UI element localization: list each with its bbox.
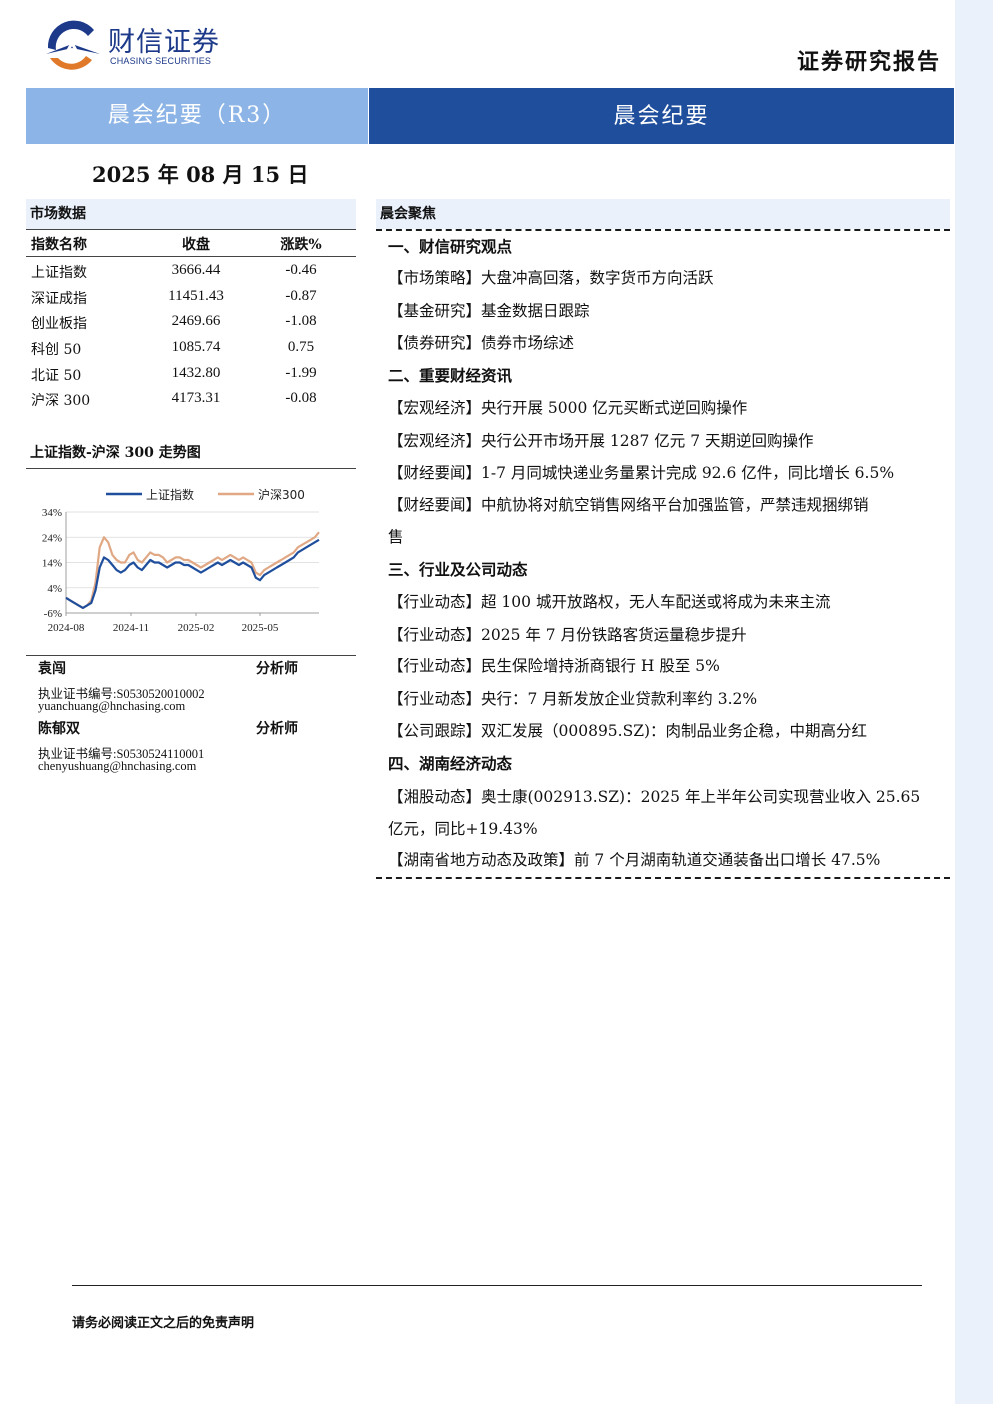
section-heading: 三、行业及公司动态 [388,560,528,579]
news-item[interactable]: 【财经要闻】中航协将对航空销售网络平台加强监管，严禁违规捆绑销 [388,496,869,514]
series-line-1 [65,538,320,609]
logo-mark-icon [46,20,100,70]
column-header: 指数名称 [31,237,87,253]
y-tick-label: 24% [42,532,62,544]
table-row: 深证成指 11451.43 -0.87 [26,284,356,310]
change-pct: -0.46 [285,262,317,278]
banner-left: 晨会纪要（R3） [26,88,368,144]
y-tick-label: 14% [42,558,62,570]
index-name: 上证指数 [31,265,87,281]
news-item[interactable]: 【行业动态】民生保险增持浙商银行 H 股至 5% [388,657,720,675]
index-name: 北证 50 [31,368,82,384]
divider [26,256,356,257]
report-type: 证券研究报告 [796,49,941,75]
change-pct: -1.08 [285,313,317,329]
news-item[interactable]: 【市场策略】大盘冲高回落，数字货币方向活跃 [388,269,714,287]
focus-section-title: 晨会聚焦 [376,199,950,229]
analyst-name: 袁闯 [38,661,66,677]
logo-english: CHASING SECURITIES [110,56,212,66]
table-header: 指数名称 收盘 涨跌% [26,228,356,256]
change-pct: -0.08 [285,390,317,406]
analyst-email[interactable]: yuanchuang@hnchasing.com [38,699,186,713]
close-value: 2469.66 [171,313,221,329]
section-heading: 二、重要财经资讯 [388,366,513,385]
index-name: 创业板指 [31,316,87,332]
change-pct: 0.75 [287,339,315,355]
index-name: 沪深 300 [31,393,91,409]
dashed-divider [376,877,950,879]
trend-chart: 34% 24% 14% 4% -6% 2024-08 2024-11 2025-02 2025-… [42,487,320,634]
analyst-cert: 执业证书编号:S0530524110001 [38,747,205,761]
y-tick-label: 34% [42,507,62,519]
logo-chinese: 财信证券 [108,27,220,58]
y-tick-label: -6% [44,608,62,620]
y-tick-label: 4% [47,583,62,595]
x-tick-label: 2025-02 [178,622,215,634]
analyst-title: 分析师 [256,661,298,677]
news-item[interactable]: 【行业动态】2025 年 7 月份铁路客货运量稳步提升 [388,626,747,644]
news-item[interactable]: 【行业动态】央行：7 月新发放企业贷款利率约 3.2% [388,690,758,708]
close-value: 1085.74 [171,339,221,355]
x-tick-label: 2025-05 [242,622,279,634]
change-pct: -0.87 [285,288,317,304]
column-header: 涨跌% [280,237,322,253]
index-name: 科创 50 [31,342,82,358]
column-header: 收盘 [182,237,210,253]
close-value: 3666.44 [171,262,221,278]
close-value: 4173.31 [171,390,221,406]
change-pct: -1.99 [285,365,317,381]
index-name: 深证成指 [31,291,87,307]
news-item[interactable]: 【公司跟踪】双汇发展（000895.SZ)：肉制品业务企稳，中期高分红 [388,722,868,740]
analyst-title: 分析师 [256,721,298,737]
close-value: 1432.80 [171,365,221,381]
disclaimer-notice[interactable]: 请务必阅读正文之后的免责声明 [72,1316,255,1331]
news-item-continued[interactable]: 亿元，同比+19.43% [388,820,538,838]
right-margin-strip [955,0,993,1404]
analyst-cert: 执业证书编号:S0530520010002 [38,687,205,701]
analyst-email[interactable]: chenyushuang@hnchasing.com [38,759,197,773]
section-heading: 一、财信研究观点 [388,237,513,256]
table-row: 创业板指 2469.66 -1.08 [26,309,356,335]
banner-right: 晨会纪要 [369,88,954,144]
divider [26,229,356,230]
news-item[interactable]: 【湖南省地方动态及政策】前 7 个月湖南轨道交通装备出口增长 47.5% [388,851,881,869]
dashed-divider [376,229,950,231]
table-row: 科创 50 1085.74 0.75 [26,335,356,361]
news-item[interactable]: 【宏观经济】央行公开市场开展 1287 亿元 7 天期逆回购操作 [388,432,814,450]
legend-label: 沪深300 [258,488,305,502]
table-row: 上证指数 3666.44 -0.46 [26,258,356,284]
series-line-2 [65,531,320,609]
news-item[interactable]: 【财经要闻】1-7 月同城快递业务量累计完成 92.6 亿件，同比增长 6.5% [388,464,895,482]
legend-label: 上证指数 [146,487,194,502]
divider [26,468,356,469]
section-heading: 四、湖南经济动态 [388,754,513,773]
news-item-continued[interactable]: 售 [388,528,404,546]
analyst-name: 陈郁双 [38,721,80,737]
chart-title: 上证指数-沪深 300 走势图 [30,445,201,461]
x-tick-label: 2024-11 [113,622,149,634]
table-row: 沪深 300 4173.31 -0.08 [26,386,356,412]
x-tick-label: 2024-08 [48,622,85,634]
market-section-title: 市场数据 [26,199,356,229]
news-item[interactable]: 【行业动态】超 100 城开放路权，无人车配送或将成为未来主流 [388,593,831,611]
table-row: 北证 50 1432.80 -1.99 [26,361,356,387]
news-item[interactable]: 【湘股动态】奥士康(002913.SZ)：2025 年上半年公司实现营业收入 2… [388,788,921,806]
news-item[interactable]: 【宏观经济】央行开展 5000 亿元买断式逆回购操作 [388,399,748,417]
divider [26,655,356,656]
company-logo: 财信证券 CHASING SECURITIES [42,14,242,74]
report-date: 2025 年 08 月 15 日 [92,162,309,187]
close-value: 11451.43 [168,288,224,304]
news-item[interactable]: 【债券研究】债券市场综述 [388,334,575,352]
footer-divider [72,1285,922,1286]
news-item[interactable]: 【基金研究】基金数据日跟踪 [388,302,590,320]
